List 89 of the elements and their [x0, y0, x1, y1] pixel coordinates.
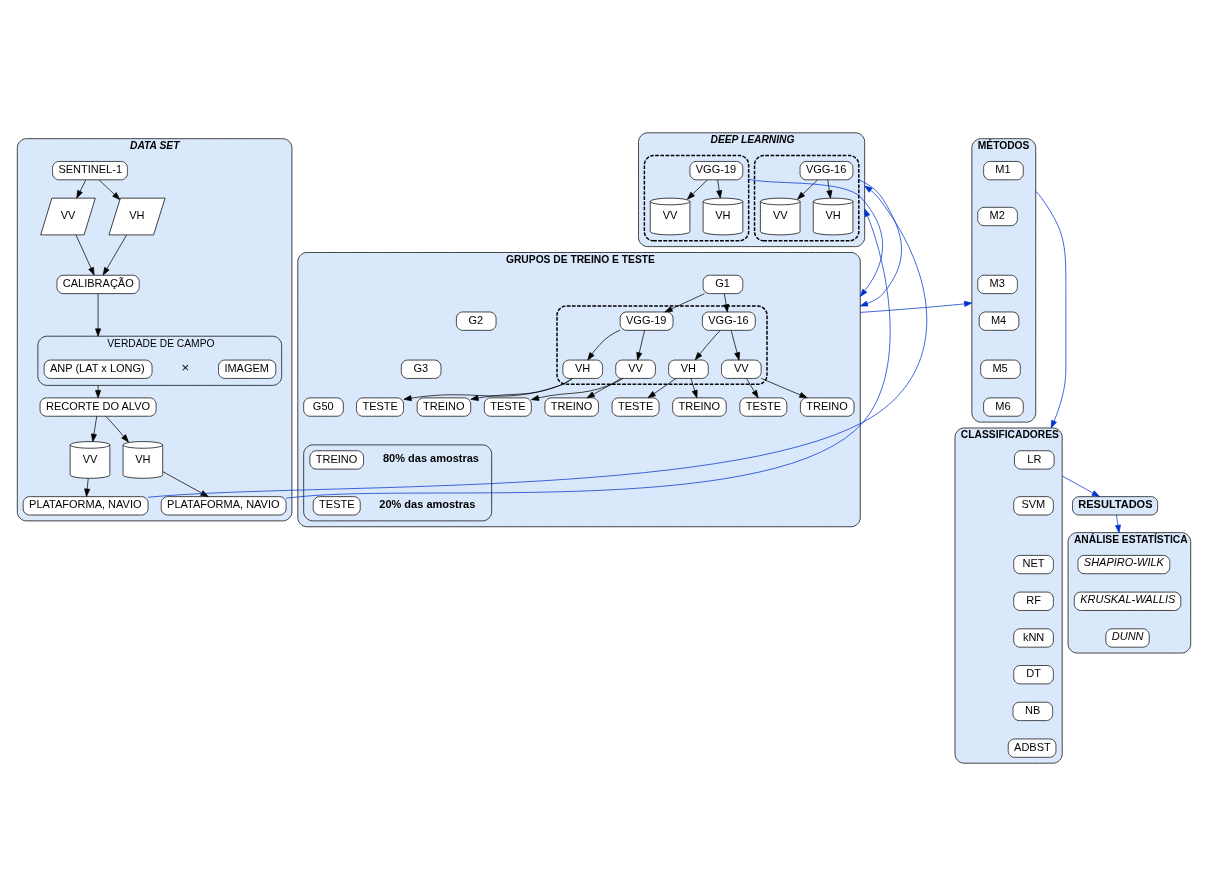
arrow — [587, 329, 621, 360]
arrow — [760, 377, 808, 398]
arrow — [530, 377, 624, 401]
node-box: LR — [1014, 449, 1055, 469]
arrow — [1115, 514, 1121, 533]
arrow — [403, 377, 573, 401]
arrow — [75, 234, 95, 275]
node-box: TREINO — [416, 397, 472, 417]
node-box: TESTE — [611, 397, 660, 417]
node-box: RECORTE DO ALVO — [39, 397, 157, 417]
arrow — [647, 377, 677, 398]
node-box: VH — [668, 359, 709, 379]
arrow — [826, 179, 833, 198]
arrow — [84, 477, 91, 497]
node-box: TREINO — [309, 449, 364, 469]
node-box: M1 — [983, 160, 1024, 180]
node-box: M3 — [977, 274, 1018, 294]
node-box: M2 — [977, 206, 1018, 226]
node-box: VGG-16 — [702, 311, 756, 331]
arrow — [586, 377, 622, 398]
arrow — [162, 470, 209, 497]
node-box: CALIBRAÇÃO — [56, 274, 140, 294]
node-box: TESTE — [312, 495, 361, 515]
node-box: G1 — [702, 274, 744, 294]
node-box: SENTINEL-1 — [52, 160, 128, 180]
node-box: NET — [1013, 554, 1054, 574]
arrow — [746, 377, 759, 398]
arrow — [102, 234, 127, 275]
node-box: PLATAFORMA, NAVIO — [160, 495, 287, 515]
node-box: RF — [1013, 591, 1054, 611]
node-box: PLATAFORMA, NAVIO — [22, 495, 149, 515]
node-box: TESTE — [356, 397, 404, 417]
arrow — [748, 178, 883, 297]
node-box: VH — [562, 359, 603, 379]
node-box: G50 — [303, 397, 344, 417]
arrow — [147, 185, 928, 498]
node-box: TESTE — [739, 397, 788, 417]
node-box: DUNN — [1105, 627, 1150, 648]
arrow — [285, 208, 891, 499]
arrow — [105, 415, 129, 442]
node-box: VV — [615, 359, 656, 379]
arrow — [723, 292, 730, 312]
node-box: TREINO — [544, 397, 599, 417]
node-box: TREINO — [672, 397, 727, 417]
arrow — [690, 377, 698, 398]
node-box: ADBST — [1007, 738, 1057, 758]
arrow — [694, 329, 721, 360]
node-box: NB — [1012, 701, 1053, 721]
node-box: VGG-19 — [619, 311, 674, 331]
cluster — [303, 444, 493, 521]
node-box: TREINO — [800, 397, 855, 417]
node-box: M5 — [980, 359, 1021, 379]
node-box: RESULTADOS — [1072, 495, 1158, 515]
cluster — [753, 154, 860, 241]
node-box: G2 — [456, 311, 497, 331]
node-box: kNN — [1013, 627, 1054, 648]
label: × — [181, 359, 190, 375]
arrow — [797, 179, 818, 199]
cluster — [643, 154, 750, 241]
arrow — [98, 179, 121, 200]
node-box: G3 — [400, 359, 442, 379]
node-box: VV — [721, 359, 762, 379]
arrow — [730, 329, 740, 360]
node-box: SVM — [1013, 495, 1054, 515]
arrow — [91, 415, 98, 442]
node-box: IMAGEM — [218, 359, 277, 379]
node-box: M4 — [978, 311, 1020, 331]
arrow — [716, 179, 723, 198]
arrow — [687, 179, 708, 199]
node-box: DT — [1013, 664, 1054, 684]
node-box: KRUSKAL-WALLIS — [1073, 591, 1182, 611]
node-label: 20% das amostras — [379, 497, 476, 510]
node-box: SHAPIRO-WILK — [1077, 554, 1171, 574]
arrow — [95, 292, 101, 337]
arrow — [76, 179, 87, 198]
arrow — [636, 329, 645, 360]
arrow — [1035, 190, 1067, 428]
node-box: VGG-19 — [689, 160, 744, 180]
arrow — [858, 178, 902, 306]
node-label: 80% das amostras — [382, 451, 479, 464]
arrow — [664, 292, 705, 312]
node-box: VGG-16 — [799, 160, 854, 180]
arrow — [1061, 475, 1100, 497]
arrow — [95, 384, 101, 398]
node-box: ANP (LAT x LONG) — [43, 359, 153, 379]
arrow — [470, 377, 573, 401]
arrow — [859, 300, 973, 313]
node-box: M6 — [983, 397, 1024, 417]
node-box: TESTE — [483, 397, 532, 417]
